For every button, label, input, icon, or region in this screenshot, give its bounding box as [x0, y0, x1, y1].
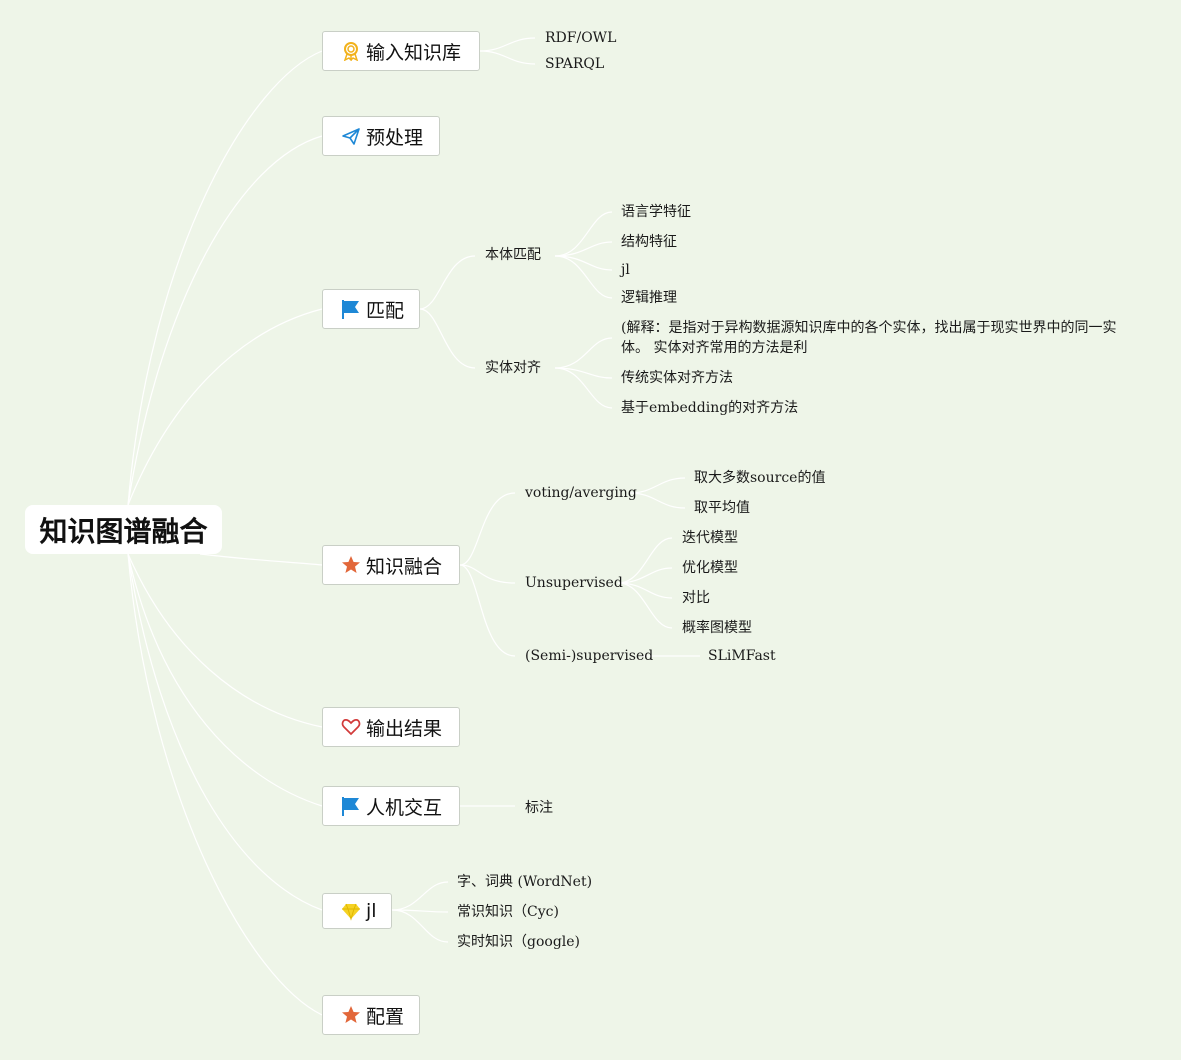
subtopic-voting[interactable]: voting/averging — [525, 485, 637, 501]
topic-configuration[interactable]: 配置 — [322, 995, 420, 1035]
subtopic-ontology-matching[interactable]: 本体匹配 — [485, 247, 541, 263]
topic-preprocessing[interactable]: 预处理 — [322, 116, 440, 156]
topic-human-interaction[interactable]: 人机交互 — [322, 786, 460, 826]
subtopic-semi-supervised[interactable]: (Semi-)supervised — [525, 648, 654, 664]
orange-star-icon — [341, 555, 361, 575]
topic-label: 输出结果 — [366, 717, 443, 740]
subtopic-unsupervised[interactable]: Unsupervised — [525, 575, 623, 591]
topic-label: 配置 — [366, 1005, 405, 1028]
subtopic-google[interactable]: 实时知识（google) — [457, 934, 581, 950]
subtopic-entity-alignment[interactable]: 实体对齐 — [485, 360, 541, 376]
blue-flag-icon — [341, 796, 361, 816]
root-topic-label: 知识图谱融合 — [39, 514, 208, 548]
subtopic-structural-features[interactable]: 结构特征 — [621, 234, 677, 250]
topic-label: 匹配 — [366, 299, 405, 322]
topic-jl[interactable]: jl — [322, 893, 392, 929]
topic-label: 预处理 — [366, 126, 424, 149]
paper-plane-icon — [341, 126, 361, 146]
topic-label: jl — [366, 900, 377, 922]
subtopic-rdf-owl[interactable]: RDF/OWL — [545, 30, 617, 46]
subtopic-iterative-model[interactable]: 迭代模型 — [682, 530, 738, 546]
topic-matching[interactable]: 匹配 — [322, 289, 420, 329]
subtopic-entity-alignment-explanation[interactable]: (解释：是指对于异构数据源知识库中的各个实体，找出属于现实世界中的同一实体。 实… — [621, 320, 1117, 356]
subtopic-sparql[interactable]: SPARQL — [545, 56, 605, 72]
diamond-icon — [341, 901, 361, 921]
topic-knowledge-fusion[interactable]: 知识融合 — [322, 545, 460, 585]
subtopic-majority-source[interactable]: 取大多数source的值 — [694, 470, 826, 486]
subtopic-comparison[interactable]: 对比 — [682, 590, 710, 606]
topic-label: 人机交互 — [366, 796, 443, 819]
subtopic-logical-reasoning[interactable]: 逻辑推理 — [621, 290, 677, 306]
heart-outline-icon — [341, 717, 361, 737]
subtopic-optimization-model[interactable]: 优化模型 — [682, 560, 738, 576]
topic-output-results[interactable]: 输出结果 — [322, 707, 460, 747]
subtopic-probabilistic-graph-model[interactable]: 概率图模型 — [682, 620, 752, 636]
subtopic-cyc[interactable]: 常识知识（Cyc) — [457, 904, 559, 920]
topic-input-knowledge-base[interactable]: 输入知识库 — [322, 31, 480, 71]
subtopic-traditional-alignment[interactable]: 传统实体对齐方法 — [621, 370, 733, 386]
topic-label: 知识融合 — [366, 555, 443, 578]
subtopic-annotation[interactable]: 标注 — [525, 800, 553, 816]
subtopic-linguistic-features[interactable]: 语言学特征 — [621, 204, 691, 220]
subtopic-average[interactable]: 取平均值 — [694, 500, 750, 516]
subtopic-jl[interactable]: jl — [621, 262, 630, 278]
award-ribbon-icon — [341, 41, 361, 61]
subtopic-embedding-alignment[interactable]: 基于embedding的对齐方法 — [621, 400, 799, 416]
root-topic[interactable]: 知识图谱融合 — [25, 505, 222, 554]
subtopic-wordnet[interactable]: 字、词典 (WordNet) — [457, 874, 593, 890]
topic-label: 输入知识库 — [366, 41, 462, 64]
subtopic-slimfast[interactable]: SLiMFast — [708, 648, 776, 664]
blue-flag-icon — [341, 299, 361, 319]
orange-star-icon — [341, 1005, 361, 1025]
